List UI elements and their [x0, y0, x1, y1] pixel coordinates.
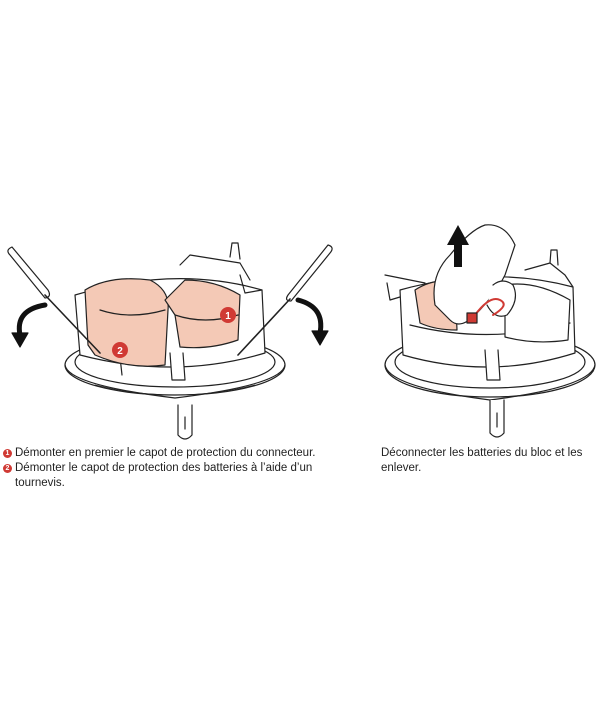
right-illustration-svg — [384, 224, 596, 438]
battery-block-right — [164, 279, 241, 349]
instructions-right: Déconnecter les batteries du bloc et les… — [381, 447, 583, 474]
step-number-badge: 1 — [3, 449, 12, 458]
svg-text:2: 2 — [117, 346, 123, 357]
removal-illustration-left: 1 2 — [0, 235, 345, 445]
step-text: Démonter en premier le capot de protecti… — [15, 447, 316, 459]
badge-step-1: 1 — [220, 307, 236, 323]
screwdriver-left-shaft — [44, 294, 101, 354]
disconnect-illustration-right — [375, 205, 600, 445]
arrow-up-icon — [447, 225, 469, 267]
screwdriver-left-handle — [7, 246, 51, 299]
base-ring-edge — [64, 364, 286, 399]
connector — [466, 312, 478, 324]
arrow-rotate-left — [16, 302, 48, 338]
screwdriver-right-shaft — [237, 298, 291, 356]
battery-wire — [474, 298, 505, 316]
arrow-rotate-right — [295, 297, 324, 336]
step-item-2: 2 Démonter le capot de protection des ba… — [3, 461, 323, 491]
svg-text:1: 1 — [225, 311, 231, 322]
instructions-left: 1 Démonter en premier le capot de protec… — [3, 446, 323, 491]
step-text: Démonter le capot de protection des batt… — [15, 462, 313, 489]
step-number-badge: 2 — [3, 464, 12, 473]
badge-step-2: 2 — [112, 342, 128, 358]
screwdriver-right-handle — [285, 244, 333, 302]
left-illustration-svg: 1 2 — [7, 242, 333, 440]
step-item-1: 1 Démonter en premier le capot de protec… — [3, 446, 323, 461]
